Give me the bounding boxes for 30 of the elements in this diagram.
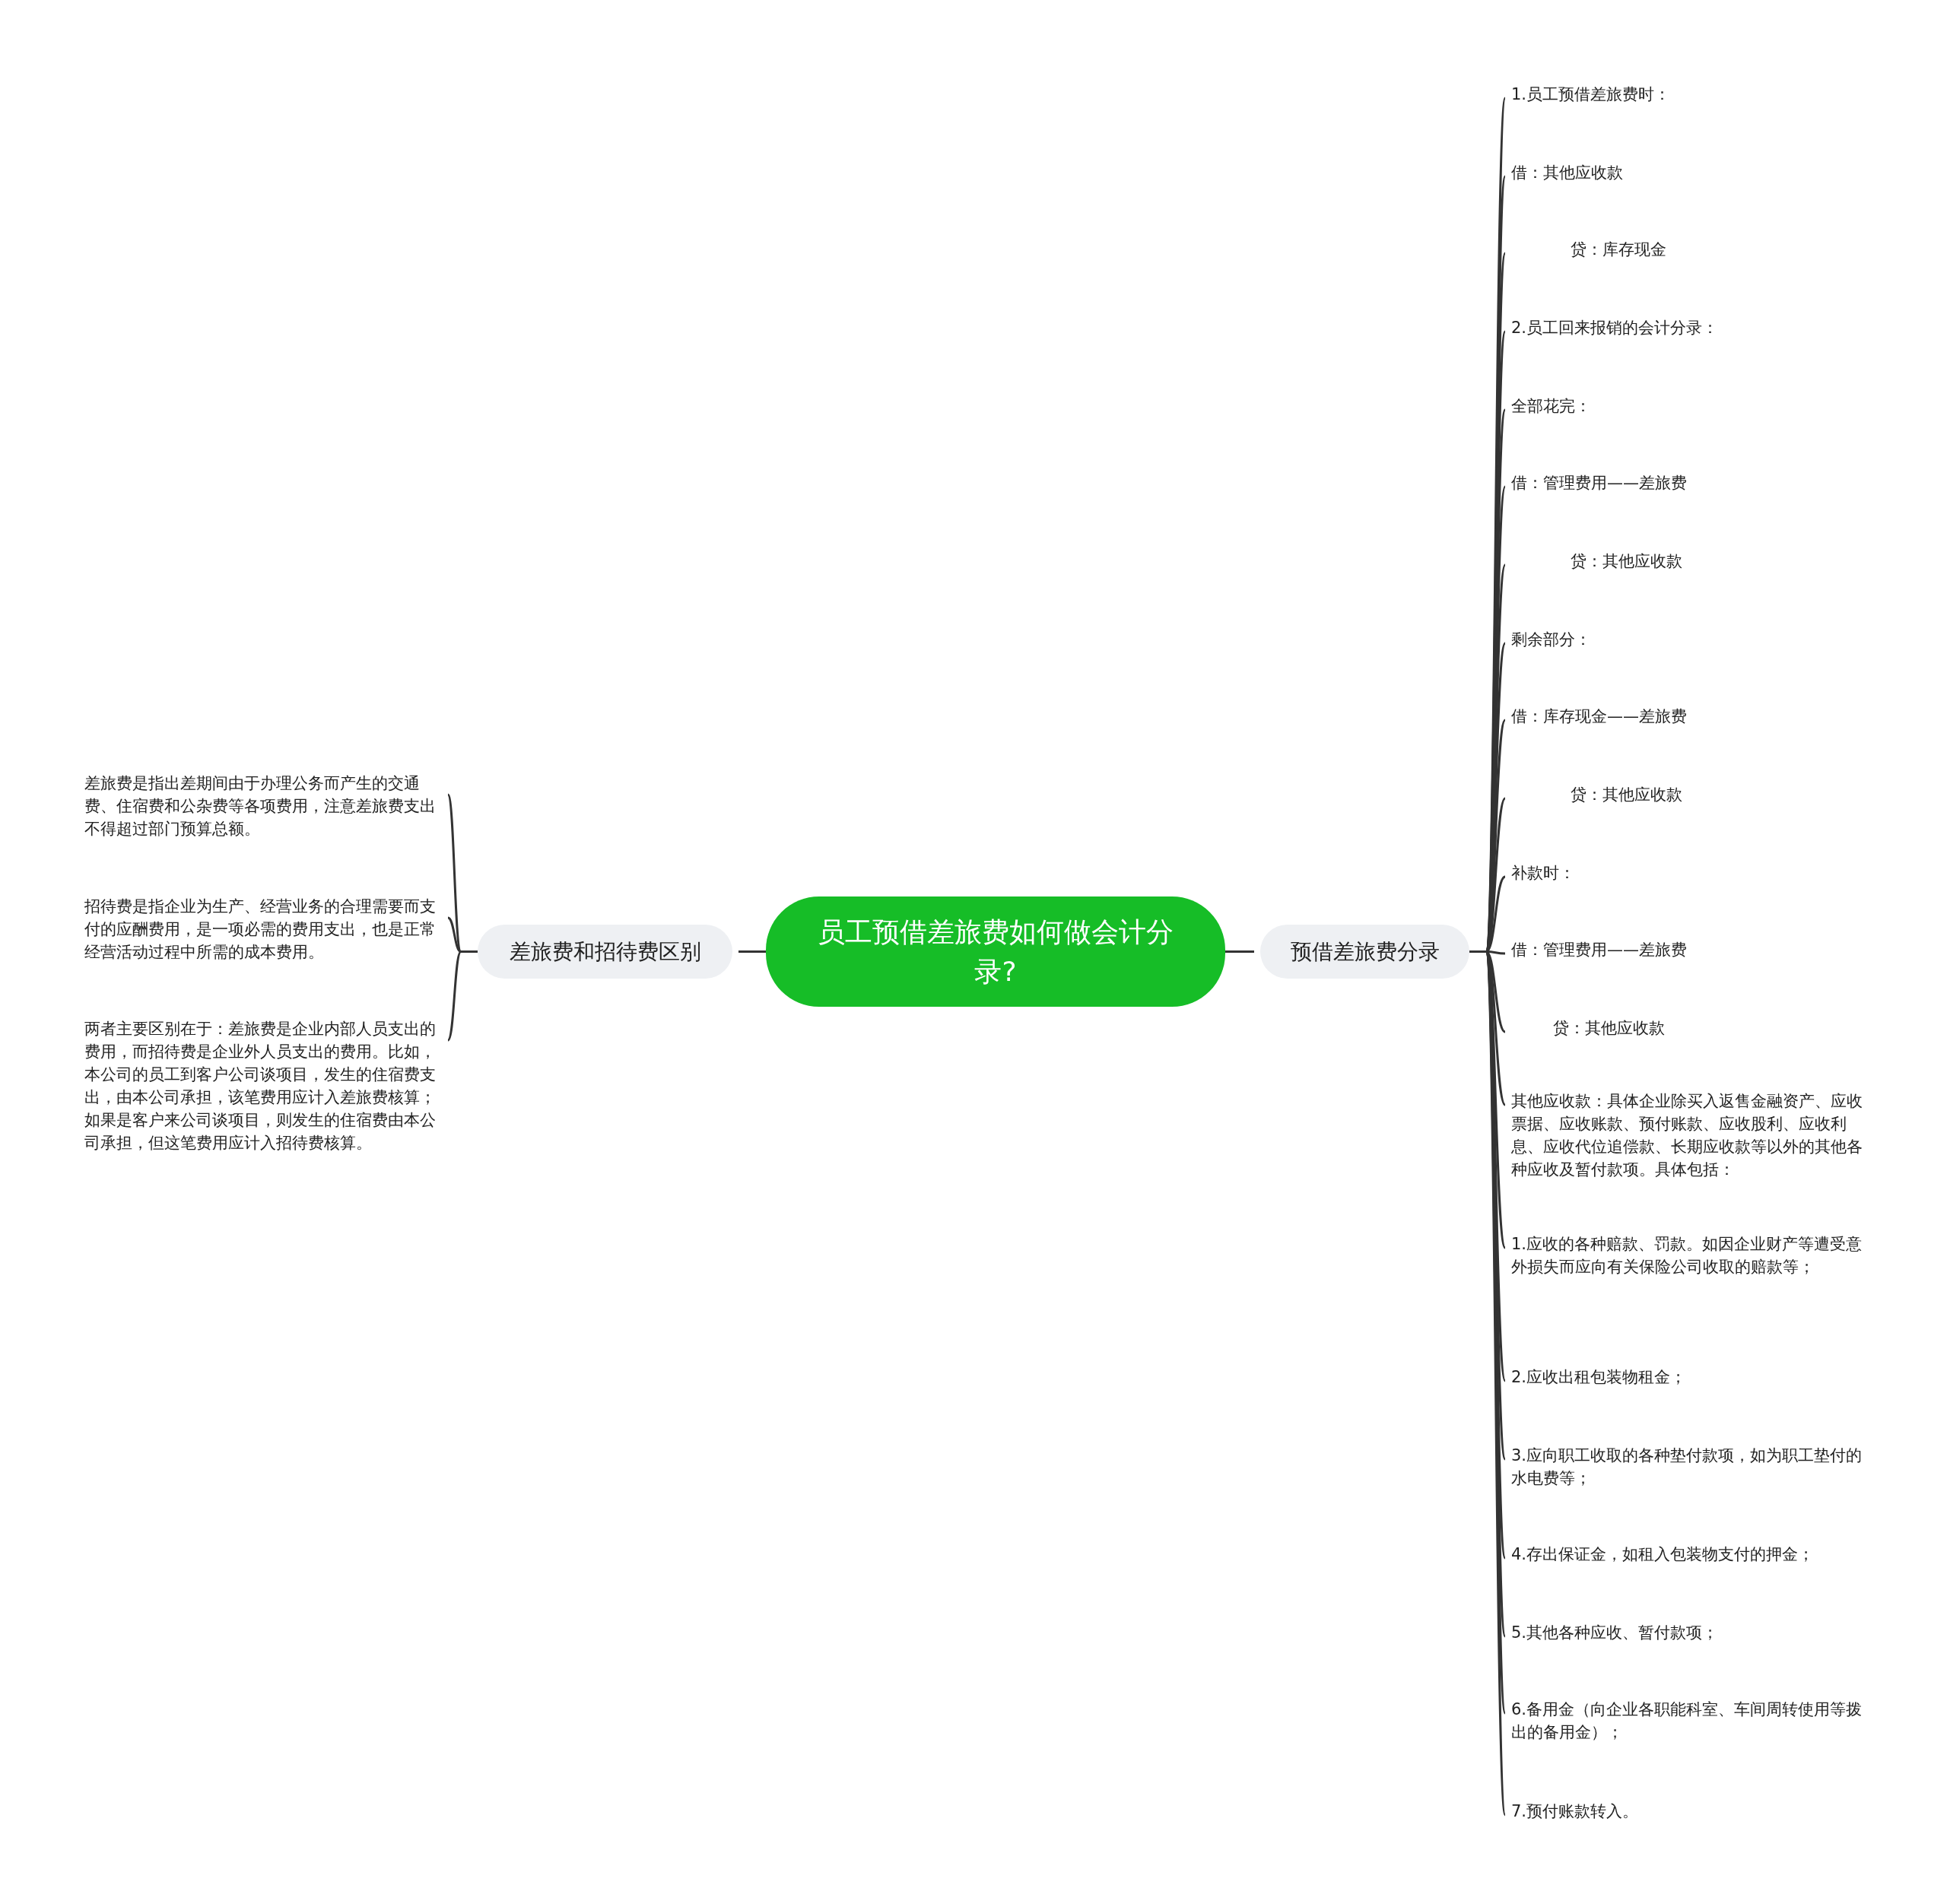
topic-text: 5.其他各种应收、暂付款项； [1511, 1621, 1876, 1644]
topic-text: 2.员工回来报销的会计分录： [1511, 316, 1876, 339]
topic-text: 全部花完： [1511, 395, 1876, 417]
topic-text: 贷：其他应收款 [1511, 550, 1876, 573]
topic-text: 借：库存现金——差旅费 [1511, 705, 1876, 728]
bracket-curve [446, 950, 478, 1041]
topic-text: 差旅费是指出差期间由于办理公务而产生的交通费、住宿费和公杂费等各项费用，注意差旅费支出不得超过部门预算总额。 [84, 772, 442, 840]
branch-connector [1225, 950, 1254, 953]
topic-text: 招待费是指企业为生产、经营业务的合理需要而支付的应酬费用，是一项必需的费用支出，也是正常经营活动过程中所需的成本费用。 [84, 895, 442, 963]
topic-text: 1.员工预借差旅费时： [1511, 83, 1876, 106]
topic-text: 补款时： [1511, 862, 1876, 884]
branch-topic: 差旅费和招待费区别 [478, 925, 732, 979]
topic-text: 剩余部分： [1511, 628, 1876, 651]
branch-connector [738, 950, 766, 953]
topic-text: 两者主要区别在于：差旅费是企业内部人员支出的费用，而招待费是企业外人员支出的费用。比如，本公司的员工到客户公司谈项目，发生的住宿费支出，由本公司承担，该笔费用应计入差旅费核算；如果是客户来公司谈项目，则发生的住宿费由本公司承担，但这笔费用应计入招待费核算。 [84, 1017, 442, 1154]
topic-text: 6.备用金（向企业各职能科室、车间周转使用等拨出的备用金）； [1511, 1698, 1876, 1744]
topic-text: 其他应收款：具体企业除买入返售金融资产、应收票据、应收账款、预付账款、应收股利、应收利息、应收代位追偿款、长期应收款等以外的其他各种应收及暂付款项。具体包括： [1511, 1090, 1876, 1181]
topic-text: 贷：库存现金 [1511, 238, 1876, 261]
topic-text: 3.应向职工收取的各种垫付款项，如为职工垫付的水电费等； [1511, 1444, 1876, 1490]
topic-text: 1.应收的各种赔款、罚款。如因企业财产等遭受意外损失而应向有关保险公司收取的赔款等； [1511, 1233, 1876, 1278]
topic-text: 贷：其他应收款 [1511, 783, 1876, 806]
topic-text: 贷：其他应收款 [1511, 1017, 1876, 1039]
topic-text: 4.存出保证金，如租入包装物支付的押金； [1511, 1543, 1876, 1566]
topic-text: 借：管理费用——差旅费 [1511, 938, 1876, 961]
branch-topic: 预借差旅费分录 [1260, 925, 1469, 979]
topic-text: 7.预付账款转入。 [1511, 1800, 1876, 1823]
topic-text: 借：管理费用——差旅费 [1511, 471, 1876, 494]
topic-text: 2.应收出租包装物租金； [1511, 1366, 1876, 1388]
topic-text: 借：其他应收款 [1511, 161, 1876, 184]
central-topic: 员工预借差旅费如何做会计分录? [766, 896, 1225, 1007]
